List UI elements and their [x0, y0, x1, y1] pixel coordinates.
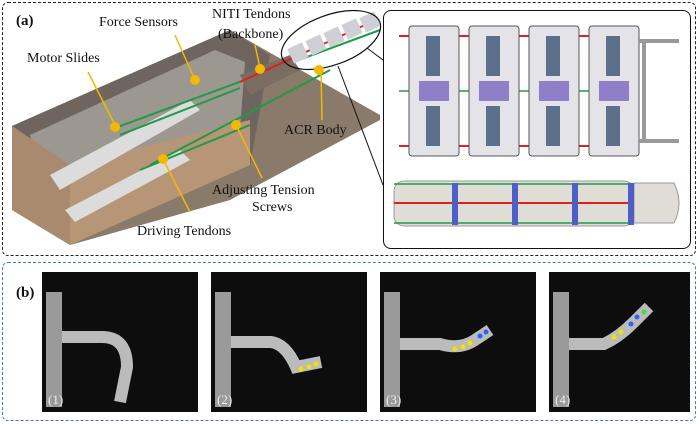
bending-photo-2: (2): [211, 272, 367, 412]
label-backbone: (Backbone): [218, 27, 284, 42]
label-acr-body: ACR Body: [284, 123, 347, 138]
label-adjusting-tension: Adjusting Tension: [212, 183, 315, 198]
motor-slide: [50, 100, 200, 190]
acr-side-view: [393, 180, 680, 227]
zoom-ellipse: [280, 9, 382, 71]
label-niti-tendons: NITI Tendons: [212, 7, 291, 22]
bending-photo-4: (4): [549, 272, 690, 412]
acr-detail-inset: [383, 10, 691, 249]
acr-body: [287, 11, 381, 64]
motor-slide: [65, 150, 190, 222]
callout-dots: [110, 64, 324, 164]
label-driving-tendons: Driving Tendons: [137, 224, 232, 239]
label-screws: Screws: [252, 200, 293, 215]
panel-b-frame: [2, 262, 696, 421]
photo-caption: (4): [555, 392, 571, 407]
acr-top-view: [399, 25, 679, 157]
panel-a-tag: (a): [16, 13, 34, 29]
panel-a-frame: [2, 2, 696, 256]
label-motor-slides: Motor Slides: [27, 51, 100, 66]
bending-photo-1: (1): [42, 272, 198, 412]
photo-caption: (1): [48, 392, 64, 407]
bending-photo-3: (3): [380, 272, 536, 412]
photo-caption: (2): [217, 392, 233, 407]
panel-b-tag: (b): [16, 285, 35, 301]
actuation-unit-render: [12, 9, 384, 245]
photo-caption: (3): [386, 392, 402, 407]
label-force-sensors: Force Sensors: [99, 15, 178, 30]
